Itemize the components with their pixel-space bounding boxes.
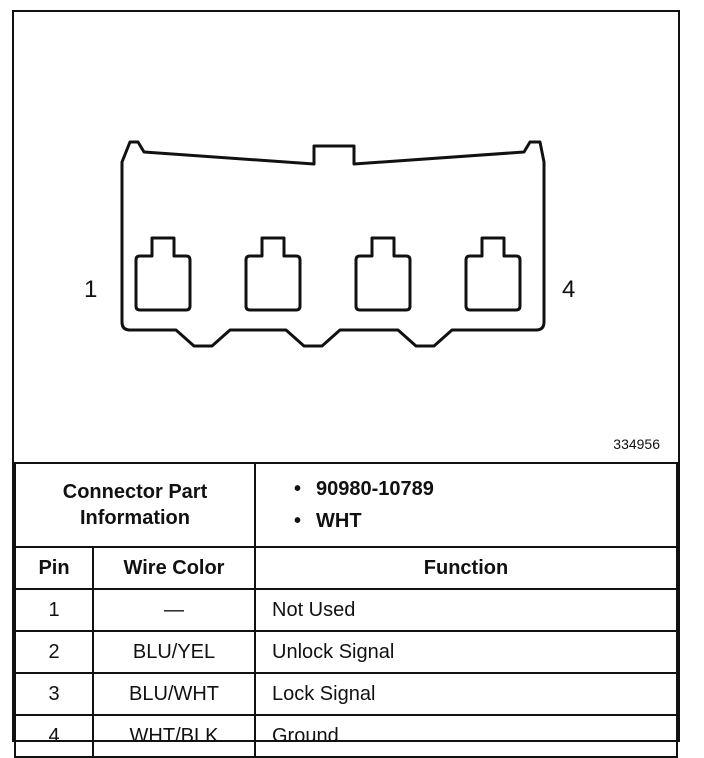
row-function: Not Used [254, 588, 678, 632]
pin-4-label: 4 [562, 276, 576, 303]
header-function: Function [254, 546, 678, 590]
pin-1-label: 1 [84, 276, 98, 303]
table-row: 3 BLU/WHT Lock Signal [14, 672, 678, 716]
connector-part-number: 90980-10789 [294, 473, 675, 505]
connector-info-label-line2: Information [80, 507, 190, 529]
connector-info-label: Connector Part Information [14, 462, 256, 548]
row-function: Unlock Signal [254, 630, 678, 674]
terminal-cavity-1 [134, 236, 192, 312]
header-wire-color: Wire Color [92, 546, 256, 590]
connector-info-values: 90980-10789 WHT [254, 462, 678, 548]
figure-id: 334956 [613, 436, 660, 452]
terminal-cavity-2 [244, 236, 302, 312]
row-pin: 3 [14, 672, 94, 716]
row-wire-color: BLU/YEL [92, 630, 256, 674]
row-pin: 1 [14, 588, 94, 632]
connector-info-row: Connector Part Information 90980-10789 W… [14, 462, 678, 548]
connector-info-label-line1: Connector Part [62, 481, 208, 503]
row-wire-color: WHT/BLK [92, 714, 256, 758]
row-wire-color: BLU/WHT [92, 672, 256, 716]
header-pin: Pin [14, 546, 94, 590]
connector-housing-outline [120, 140, 546, 348]
row-wire-color: — [92, 588, 256, 632]
table-header-row: Pin Wire Color Function [14, 546, 678, 590]
connector-pinout-table: Connector Part Information 90980-10789 W… [14, 462, 678, 758]
connector-diagram: 1 4 334956 [14, 12, 678, 462]
row-pin: 2 [14, 630, 94, 674]
table-row: 2 BLU/YEL Unlock Signal [14, 630, 678, 674]
terminal-cavity-3 [354, 236, 412, 312]
row-pin: 4 [14, 714, 94, 758]
connector-drawing [120, 140, 546, 348]
connector-frame: 1 4 334956 Connector Part Information 90… [12, 10, 680, 758]
connector-color: WHT [294, 505, 675, 537]
row-function: Lock Signal [254, 672, 678, 716]
terminal-cavity-4 [464, 236, 522, 312]
row-function: Ground [254, 714, 678, 758]
connector-info-list: 90980-10789 WHT [294, 473, 675, 537]
table-row: 4 WHT/BLK Ground [14, 714, 678, 758]
table-row: 1 — Not Used [14, 588, 678, 632]
